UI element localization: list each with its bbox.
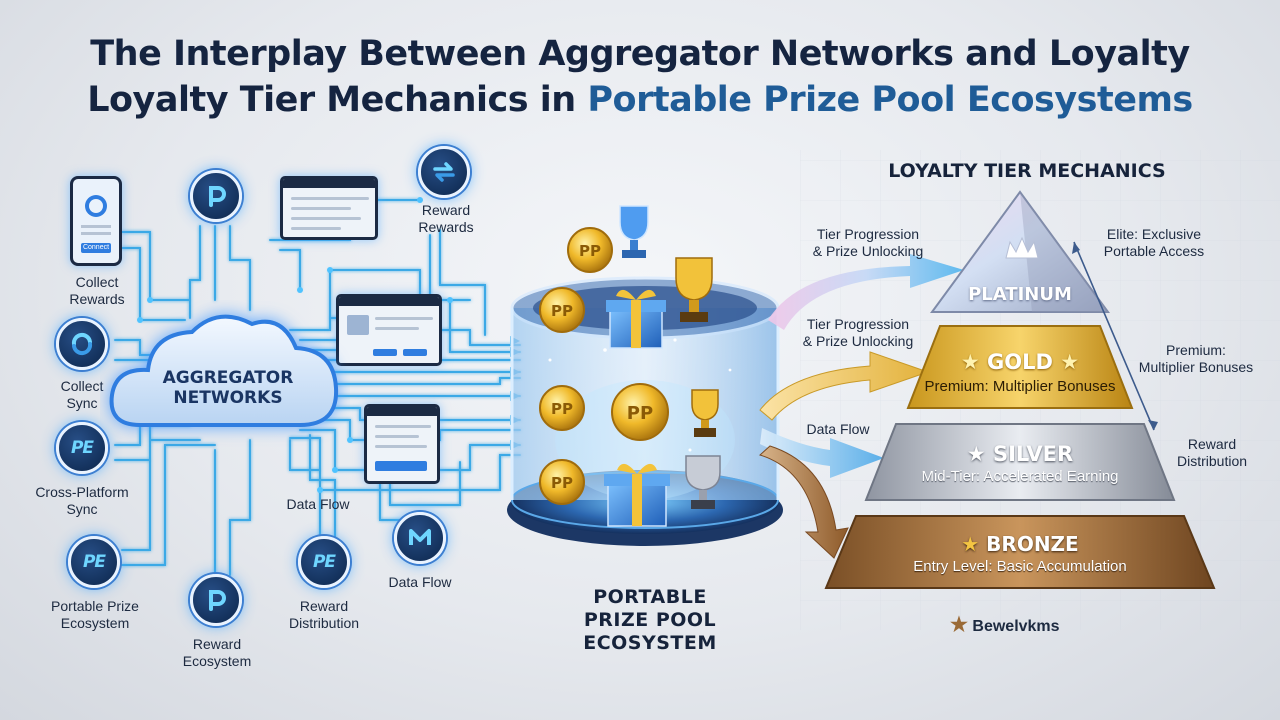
loyalty-heading: LOYALTY TIER MECHANICS <box>888 160 1166 182</box>
p-logo-icon <box>190 574 242 626</box>
pe-logo-icon: PE <box>68 536 120 588</box>
data-flow-label: Data Flow <box>286 496 350 512</box>
tier-platinum-label: PLATINUM <box>968 284 1072 305</box>
loyalty-pyramid <box>824 190 1216 589</box>
pool-title: PORTABLE PRIZE POOL ECOSYSTEM <box>583 586 717 654</box>
title-line-2-plain: Loyalty Tier Mechanics in <box>87 80 588 120</box>
tier-bronze-subtitle: Entry Level: Basic Accumulation <box>913 558 1127 575</box>
phone-icon: Connect <box>70 176 122 266</box>
m-logo-icon <box>394 512 446 564</box>
tablet-screen <box>364 404 440 484</box>
title-line-1: The Interplay Between Aggregator Network… <box>90 34 1190 74</box>
phone-connect-button: Connect <box>81 243 111 253</box>
coin-text: PP <box>551 400 573 418</box>
star-icon: ★ <box>1060 350 1080 374</box>
flow-label-tier-progression-1: Tier Progression& Prize Unlocking <box>812 226 924 259</box>
coin-text: PP <box>551 474 573 492</box>
pe-logo-icon: PE <box>56 422 108 474</box>
pe-logo-icon: PE <box>298 536 350 588</box>
tier-silver-subtitle: Mid-Tier: Accelerated Earning <box>921 468 1119 485</box>
aggregator-cloud <box>109 314 339 427</box>
prize-pool-cylinder: PP PP PP PP PP <box>507 205 783 546</box>
star-icon: ★ <box>966 442 986 466</box>
tier-bronze-label: ★ BRONZE <box>961 532 1079 556</box>
flow-label-data-flow: Data Flow <box>806 421 870 437</box>
tier-gold-subtitle: Premium: Multiplier Bonuses <box>924 378 1116 395</box>
coin-text: PP <box>579 242 601 260</box>
title-line-2-highlight: Portable Prize Pool Ecosystems <box>587 80 1193 120</box>
flow-label-tier-progression-2: Tier Progression& Prize Unlocking <box>802 316 914 349</box>
title-line-2: Loyalty Tier Mechanics in Portable Prize… <box>0 80 1280 120</box>
sync-logo-icon <box>56 318 108 370</box>
coin-text: PP <box>551 302 573 320</box>
star-icon: ★ <box>950 614 968 636</box>
star-icon: ★ <box>960 350 980 374</box>
app-window-screen <box>336 294 442 366</box>
aggregator-networks-label: AGGREGATOR NETWORKS <box>162 368 294 408</box>
tier-silver-label: ★ SILVER <box>966 442 1074 466</box>
tier-gold-label: ★ GOLD ★ <box>960 350 1080 374</box>
legend: ★ Bewelvkms <box>950 614 1060 636</box>
dashboard-screen <box>280 176 378 240</box>
node-label-data-flow-bottom: Data Flow <box>388 574 452 590</box>
coin-text: PP <box>627 403 653 424</box>
swap-logo-icon <box>418 146 470 198</box>
p-logo-icon <box>190 170 242 222</box>
star-icon: ★ <box>961 532 980 556</box>
side-note-premium: Premium:Multiplier Bonuses <box>1138 342 1254 375</box>
